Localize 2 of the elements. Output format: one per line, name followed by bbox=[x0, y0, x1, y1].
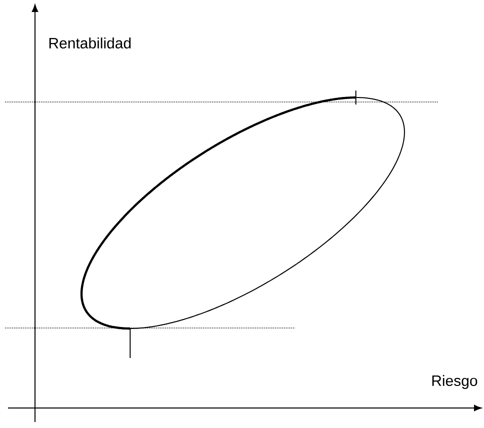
axis-label: Rentabilidad bbox=[49, 37, 131, 48]
axis-label: Riesgo bbox=[432, 375, 478, 389]
